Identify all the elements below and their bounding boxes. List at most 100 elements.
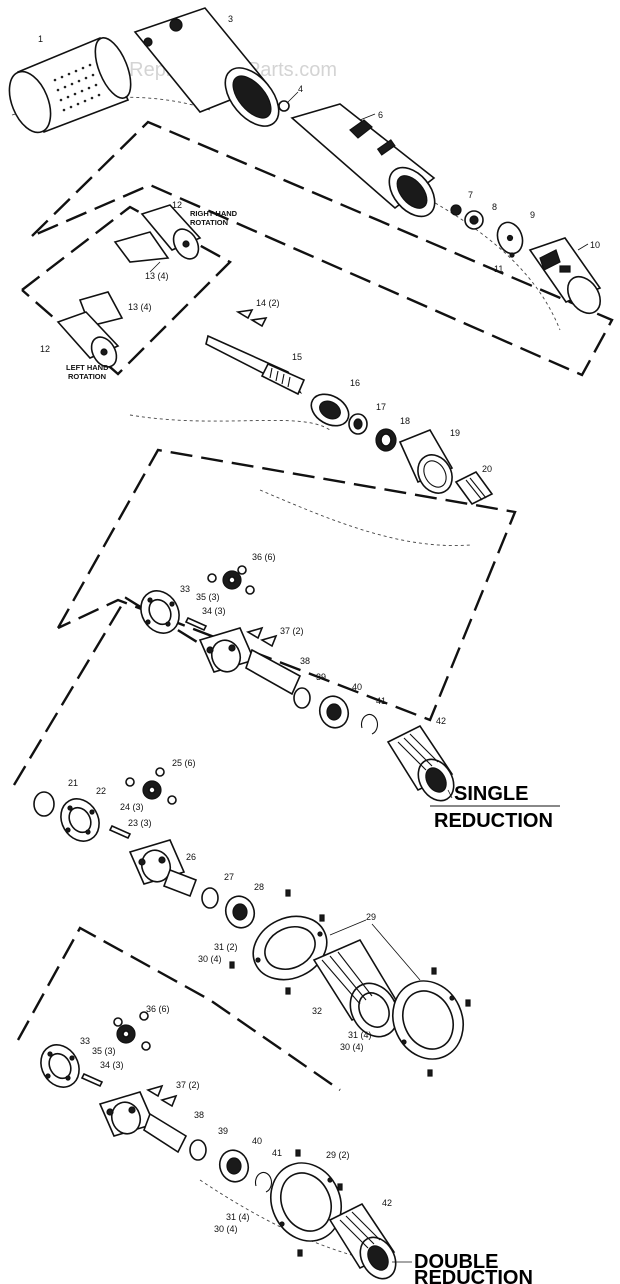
part-30-screw (295, 1149, 301, 1157)
label-part-23: 23 (3) (128, 818, 152, 828)
part-33-bearing-b (40, 1044, 80, 1088)
label-part-31-a: 31 (2) (214, 942, 238, 952)
part-21-retaining-ring (33, 791, 55, 817)
heading-single-reduction: REDUCTION (434, 810, 553, 832)
double-reduction-outline (16, 926, 341, 1091)
label-part-35-b: 35 (3) (92, 1046, 116, 1056)
label-part-18: 18 (400, 416, 410, 426)
part-30-screw (427, 1069, 433, 1077)
label-part-30-a: 30 (4) (198, 954, 222, 964)
label-part-16: 16 (350, 378, 360, 388)
part-36-needle-set-b (113, 1011, 151, 1051)
part-14-key-b (249, 316, 268, 328)
label-part-29-b: 29 (2) (326, 1150, 350, 1160)
part-42-ring-gear-housing-a (386, 724, 455, 802)
label-part-36-b: 36 (6) (146, 1004, 170, 1014)
label-part-41-b: 41 (272, 1148, 282, 1158)
part-6-cylinder (290, 103, 436, 218)
part-14-key-a (235, 308, 254, 320)
part-35-planet-gear-a (222, 570, 242, 590)
label-part-39-a: 39 (316, 672, 326, 682)
part-26-carrier (128, 839, 198, 898)
part-12-rotor-left (56, 311, 120, 368)
heading-single: SINGLE (454, 783, 528, 805)
heading-double: DOUBLE (414, 1251, 498, 1273)
part-30-screw-right (319, 914, 325, 922)
label-part-19: 19 (450, 428, 460, 438)
label-part-30-b: 30 (4) (340, 1042, 364, 1052)
part-1-filter (8, 36, 132, 134)
label-part-34-b: 34 (3) (100, 1060, 124, 1070)
part-25-needle-set (125, 767, 177, 805)
label-part-15: 15 (292, 352, 302, 362)
label-part-12-left: 12 (40, 344, 50, 354)
part-40-bearing-b (218, 1149, 250, 1183)
label-part-38-b: 38 (194, 1110, 204, 1120)
part-30-screw-top (285, 889, 291, 897)
part-42-ring-gear-housing-b (328, 1202, 397, 1280)
motion-line (429, 199, 561, 331)
part-37-key-a2 (260, 634, 278, 648)
label-part-39-b: 39 (218, 1126, 228, 1136)
part-27-washer (201, 887, 219, 909)
part-39-washer-b (189, 1139, 207, 1161)
part-40-bearing-a (318, 695, 350, 729)
part-23-pin (108, 824, 132, 840)
part-32-ring-gear-housing (312, 938, 399, 1038)
part-37-key-b2 (160, 1094, 178, 1108)
label-part-29-a: 29 (366, 912, 376, 922)
label-part-40-b: 40 (252, 1136, 262, 1146)
part-39-washer-a (293, 687, 311, 709)
label-part-9: 9 (530, 210, 535, 220)
label-part-20: 20 (482, 464, 492, 474)
part-37-key-b1 (146, 1084, 164, 1098)
part-13-blade-upper (113, 231, 170, 263)
part-30-screw (431, 967, 437, 975)
label-part-3: 3 (228, 14, 233, 24)
label-part-7: 7 (468, 190, 473, 200)
label-part-36-a: 36 (6) (252, 552, 276, 562)
part-16-bearing-housing (310, 393, 350, 427)
label-part-37-a: 37 (2) (280, 626, 304, 636)
single-reduction-outline (56, 448, 517, 722)
label-part-28: 28 (254, 882, 264, 892)
part-28-bearing (224, 895, 256, 929)
part-30-screw (465, 999, 471, 1007)
part-30-screw-bottom (285, 987, 291, 995)
label-part-21: 21 (68, 778, 78, 788)
motion-line (129, 414, 331, 431)
label-part-33-a: 33 (180, 584, 190, 594)
part-34-pin-a (184, 616, 208, 632)
part-3-housing (133, 7, 280, 127)
note-left-hand: LEFT HAND (66, 363, 109, 372)
part-17-bearing (348, 413, 368, 435)
part-29-lock-ring-c (270, 1162, 342, 1242)
label-part-27: 27 (224, 872, 234, 882)
part-10-end-housing (528, 237, 602, 315)
note-right-hand: RIGHT HAND (190, 209, 238, 218)
label-part-37-b: 37 (2) (176, 1080, 200, 1090)
label-part-38-a: 38 (300, 656, 310, 666)
label-part-13-upper: 13 (4) (145, 271, 169, 281)
part-38-carrier-shaft-b (98, 1091, 188, 1154)
label-part-8: 8 (492, 202, 497, 212)
part-19-ring-gear (398, 429, 454, 494)
label-part-14: 14 (2) (256, 298, 280, 308)
part-35-planet-gear-b (116, 1024, 136, 1044)
part-24-planet-gear (142, 780, 162, 800)
part-34-pin-b (80, 1072, 104, 1088)
part-29-lock-ring-b (392, 980, 464, 1060)
part-18-bearing (375, 428, 397, 452)
note-right-hand-rotation: ROTATION (190, 218, 228, 227)
part-36-needle-set-a (207, 565, 255, 595)
label-part-10: 10 (590, 240, 600, 250)
part-9-end-plate (496, 221, 524, 255)
part-37-key-a1 (246, 626, 264, 640)
planetary-group-outline (12, 596, 211, 786)
part-33-bearing-a (140, 590, 180, 634)
part-8-bearing (464, 210, 484, 230)
part-30-screw (337, 1183, 343, 1191)
label-part-4: 4 (298, 84, 303, 94)
label-part-1: 1 (38, 34, 43, 44)
label-part-24: 24 (3) (120, 802, 144, 812)
